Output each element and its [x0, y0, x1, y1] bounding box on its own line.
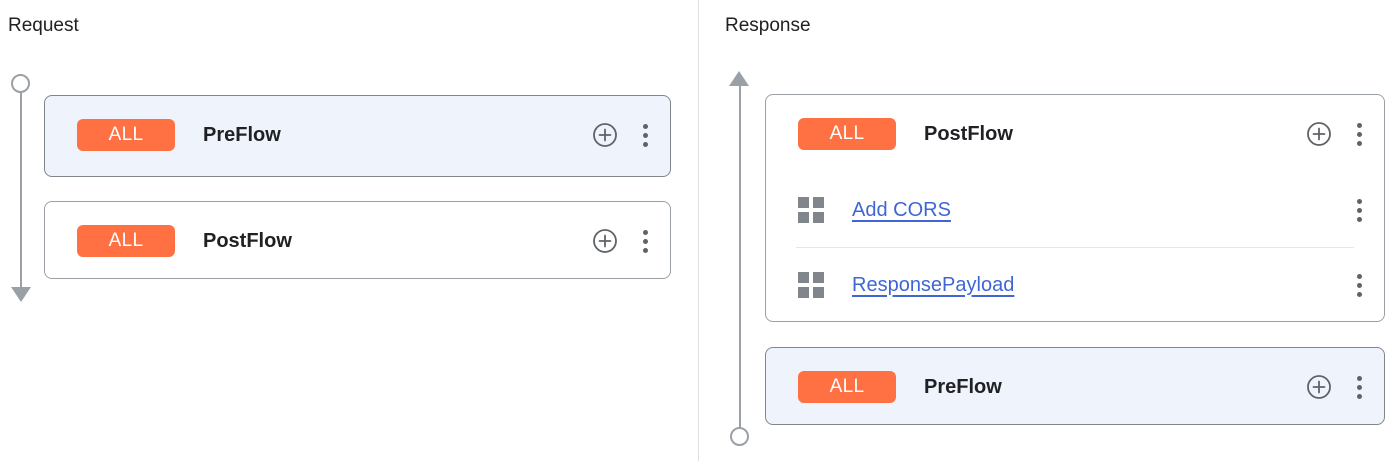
response-panel-title: Response — [725, 15, 811, 36]
more-vert-icon[interactable] — [1348, 197, 1370, 223]
request-rail-arrow-down-icon — [10, 287, 31, 302]
flow-name-label: PostFlow — [924, 122, 1013, 145]
request-card-postflow[interactable]: ALL PostFlow — [44, 201, 671, 279]
flow-name-label: PreFlow — [203, 123, 281, 146]
row-actions — [1306, 121, 1370, 147]
plus-circle-icon[interactable] — [592, 122, 618, 148]
response-rail-arrow-up-icon — [729, 71, 749, 86]
policy-link[interactable]: ResponsePayload — [852, 273, 1015, 296]
request-rail-line — [19, 93, 22, 289]
flow-name-label: PreFlow — [924, 375, 1002, 398]
request-panel: Request ALL PreFlow — [8, 15, 671, 302]
flow-header-row[interactable]: ALL PreFlow — [766, 348, 1384, 426]
response-rail-start-circle-icon — [730, 427, 749, 446]
policy-grid-icon — [798, 272, 824, 298]
plus-circle-icon[interactable] — [592, 228, 618, 254]
response-card-preflow[interactable]: ALL PreFlow — [765, 347, 1385, 425]
flow-header-row[interactable]: ALL PostFlow — [766, 95, 1384, 173]
panel-divider — [698, 0, 699, 461]
status-badge: ALL — [77, 225, 175, 257]
row-actions — [1306, 374, 1370, 400]
response-panel: Response — [699, 0, 1393, 461]
plus-circle-icon[interactable] — [1306, 374, 1332, 400]
response-card-postflow[interactable]: ALL PostFlow Add CORS — [765, 94, 1385, 322]
row-actions — [1348, 272, 1370, 298]
flow-header-row[interactable]: ALL PostFlow — [45, 202, 670, 280]
request-rail-start-circle-icon — [11, 74, 30, 93]
status-badge: ALL — [798, 371, 896, 403]
row-actions — [592, 122, 656, 148]
policy-row-response-payload[interactable]: ResponsePayload — [766, 248, 1384, 322]
policy-row-divider — [796, 247, 1354, 248]
more-vert-icon[interactable] — [1348, 272, 1370, 298]
request-panel-title: Request — [8, 15, 79, 36]
more-vert-icon[interactable] — [1348, 121, 1370, 147]
status-badge: ALL — [77, 119, 175, 151]
flow-name-label: PostFlow — [203, 229, 292, 252]
flow-header-row[interactable]: ALL PreFlow — [45, 96, 670, 174]
response-rail-line — [738, 86, 741, 428]
row-actions — [1348, 197, 1370, 223]
row-actions — [592, 228, 656, 254]
policy-grid-icon — [798, 197, 824, 223]
policy-row-add-cors[interactable]: Add CORS — [766, 173, 1384, 247]
status-badge: ALL — [798, 118, 896, 150]
more-vert-icon[interactable] — [634, 122, 656, 148]
plus-circle-icon[interactable] — [1306, 121, 1332, 147]
policy-link[interactable]: Add CORS — [852, 198, 951, 221]
request-card-preflow[interactable]: ALL PreFlow — [44, 95, 671, 177]
more-vert-icon[interactable] — [1348, 374, 1370, 400]
more-vert-icon[interactable] — [634, 228, 656, 254]
